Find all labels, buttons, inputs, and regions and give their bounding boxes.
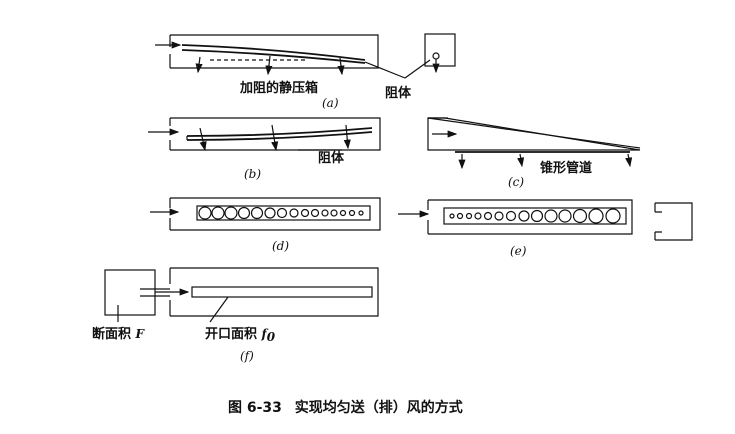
label-damper-b: 阻体 xyxy=(318,150,345,166)
subfig-label-c: (c) xyxy=(508,175,524,189)
subfig-label-f: (f) xyxy=(240,349,254,363)
caption-number: 图 6-33 xyxy=(228,400,282,416)
subfig-label-a: (a) xyxy=(322,96,339,110)
subfig-f: 断面积 F 开口面积 f0 (f) xyxy=(92,267,379,363)
label-section-area: 断面积 F xyxy=(92,326,146,342)
figure-caption: 图 6-33 实现均匀送（排）风的方式 xyxy=(228,399,463,416)
label-static-box: 加阻的静压箱 xyxy=(239,80,318,96)
label-damper-a: 阻体 xyxy=(385,85,412,101)
subfig-label-b: (b) xyxy=(244,167,261,181)
d-holes xyxy=(198,206,364,220)
label-tapered-duct: 锥形管道 xyxy=(540,160,592,176)
subfig-e: (e) xyxy=(398,199,693,258)
label-opening-area: 开口面积 f0 xyxy=(205,326,276,344)
subfig-a: 加阻的静压箱 (a) 阻体 xyxy=(155,33,456,110)
subfig-b: 阻体 (b) xyxy=(148,117,381,181)
subfig-label-e: (e) xyxy=(510,244,527,258)
subfig-label-d: (d) xyxy=(272,239,289,253)
caption-text: 实现均匀送（排）风的方式 xyxy=(295,399,463,416)
e-holes xyxy=(449,208,621,224)
subfig-c: 锥形管道 (c) xyxy=(427,117,641,189)
subfig-d: (d) xyxy=(150,197,381,253)
